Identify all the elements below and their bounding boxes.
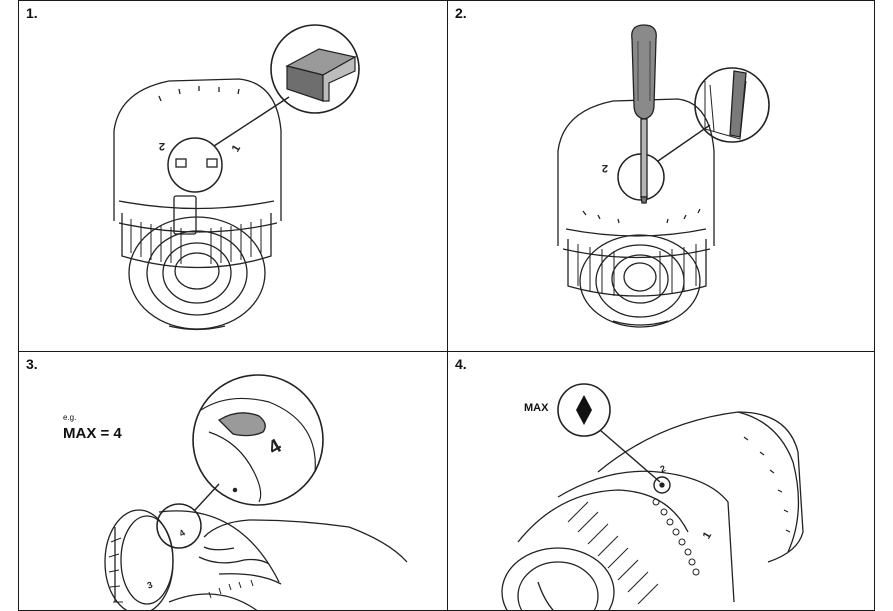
dial-mark-2: 2 xyxy=(159,140,165,152)
step-4-illustration: 1 2 xyxy=(501,383,804,610)
step-1-illustration: 2 1 xyxy=(113,24,360,331)
step-2-number: 2. xyxy=(455,5,467,21)
step-3-panel: 3. e.g. MAX = 4 xyxy=(18,351,448,611)
max-label: MAX xyxy=(524,402,549,414)
dial-mark-2: 2 xyxy=(659,463,667,474)
dial-mark-1: 1 xyxy=(230,143,243,154)
step-2-panel: 2. xyxy=(447,0,875,352)
step-2-illustration: 2 xyxy=(557,24,770,328)
dial-mark-4: 4 xyxy=(177,528,186,539)
diamond-icon xyxy=(576,395,592,425)
step-1-number: 1. xyxy=(26,5,38,21)
callout-mark-4: 4 xyxy=(265,434,286,459)
example-prefix: e.g. xyxy=(63,413,77,422)
step-4-panel: 4. MAX xyxy=(447,351,875,611)
step-4-number: 4. xyxy=(455,356,467,372)
example-max-value: MAX = 4 xyxy=(63,425,122,442)
dial-mark-3: 3 xyxy=(146,580,154,591)
dial-mark-2: 2 xyxy=(602,162,608,174)
step-3-illustration: 4 4 3 xyxy=(104,374,408,610)
step-3-number: 3. xyxy=(26,356,38,372)
dial-mark-1: 1 xyxy=(701,530,714,541)
step-1-panel: 1. xyxy=(18,0,448,352)
